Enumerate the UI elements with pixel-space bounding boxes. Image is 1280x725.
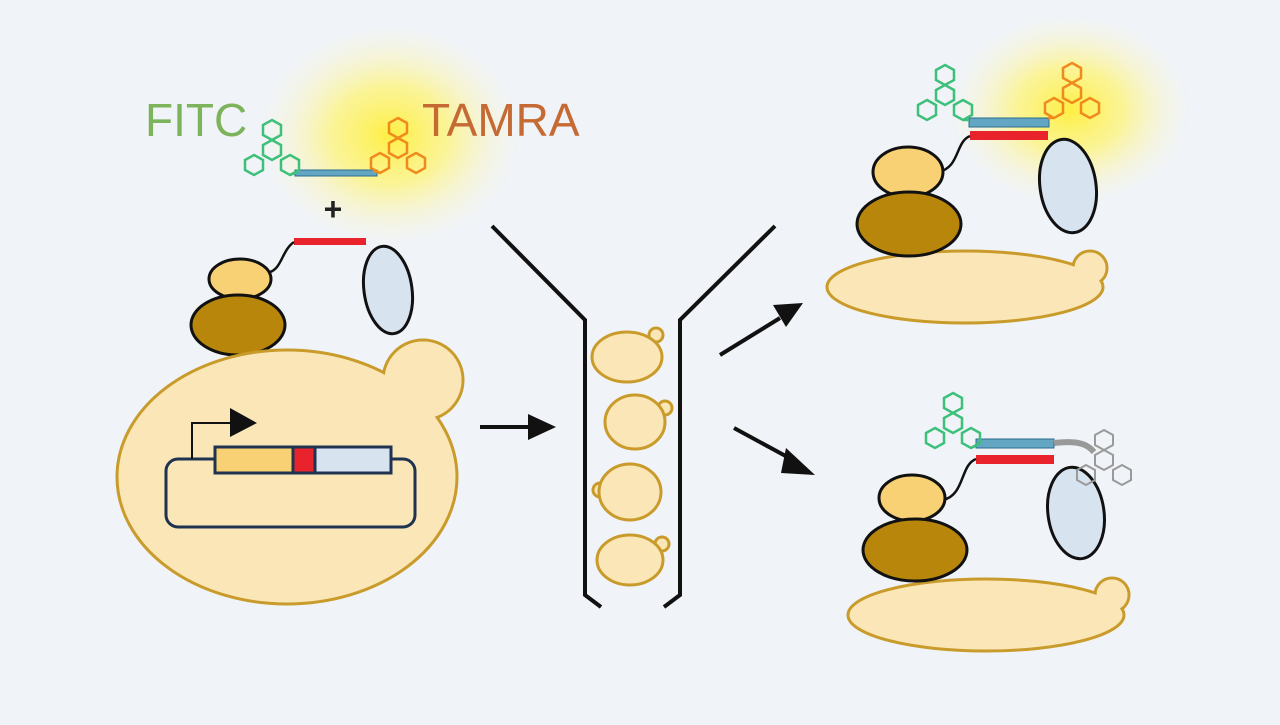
target-peptide [970, 131, 1048, 140]
sorter-wall-left [490, 224, 603, 609]
aga1-domain [189, 293, 287, 357]
cell [597, 462, 663, 522]
binder-domain [1038, 137, 1098, 235]
promoter-arrow-icon [191, 422, 232, 459]
probe-strand [975, 438, 1055, 449]
gene-peptide-segment [291, 445, 317, 475]
aga2-domain [877, 473, 947, 523]
plasmid [164, 408, 417, 529]
fitc-label: FITC [145, 94, 248, 146]
fitc-fluorophore-icon [916, 63, 974, 122]
tamra-fluorophore-icon [1043, 61, 1101, 120]
binder-domain [361, 244, 415, 336]
arrow-icon [718, 303, 803, 357]
yeast-body [115, 348, 459, 606]
target-peptide [294, 238, 366, 245]
plus-sign: + [324, 191, 343, 227]
arrow-icon [733, 426, 815, 475]
cell-sorter [490, 224, 777, 609]
tamra-fluorophore-icon [369, 116, 427, 175]
cell [603, 393, 667, 451]
binder-domain [1046, 465, 1106, 561]
aga1-domain [855, 190, 963, 258]
left-panel: + [115, 25, 556, 606]
aga2-domain [871, 145, 945, 199]
cell [590, 330, 664, 384]
probe-tether [1053, 439, 1097, 455]
bud-neck-fill [1096, 579, 1128, 611]
quenched-fluorophore-icon [1076, 428, 1132, 487]
gene-aga2-segment [213, 445, 295, 475]
yeast-cell [115, 338, 465, 606]
yeast-body [825, 249, 1105, 325]
binding-cell-panel [825, 15, 1190, 325]
arrow-icon [480, 414, 556, 440]
probe-strand [294, 169, 378, 177]
target-peptide [976, 455, 1054, 464]
sorter-wall-right [662, 224, 777, 609]
aga2-domain [207, 257, 273, 301]
linker [269, 240, 295, 274]
displayed-fusion-protein [189, 238, 415, 357]
yeast-body [846, 577, 1126, 653]
sorted-cells [590, 326, 674, 587]
cell [595, 533, 665, 587]
fluorescence-glow [260, 25, 520, 245]
nonbinding-cell-panel [846, 391, 1132, 653]
promoter-arrowhead [230, 408, 257, 437]
probe-strand [968, 117, 1050, 128]
tamra-label: TAMRA [422, 94, 580, 146]
fluorescence-glow [950, 15, 1190, 205]
fret-probe [243, 116, 427, 177]
bud-neck-fill [1074, 252, 1106, 284]
aga1-domain [861, 517, 969, 583]
linker [942, 457, 977, 502]
bud-neck-fill [384, 341, 462, 419]
gene-binder-segment [313, 445, 393, 475]
fitc-fluorophore-icon [243, 118, 301, 177]
fitc-fluorophore-icon [924, 391, 982, 450]
